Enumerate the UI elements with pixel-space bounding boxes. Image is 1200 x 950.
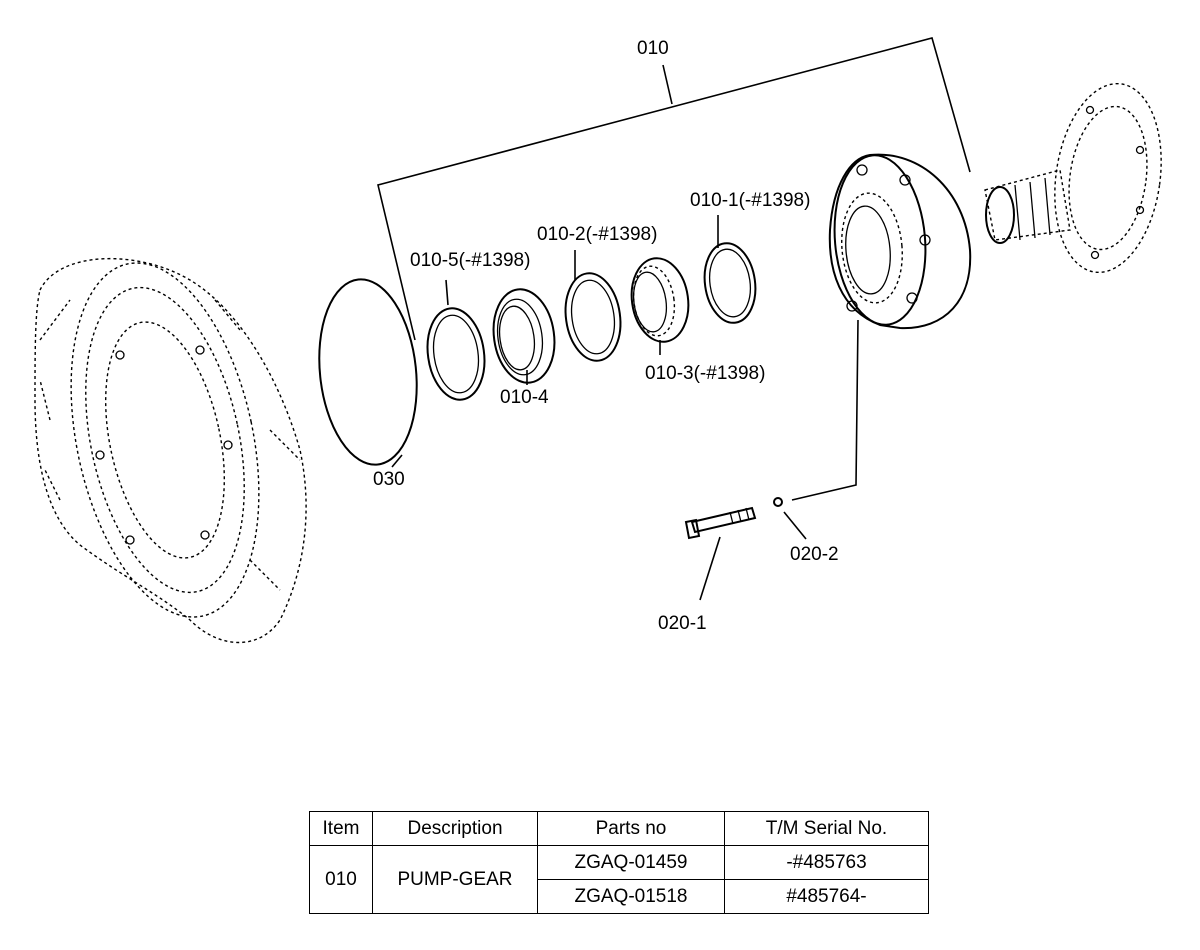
cell-serial: #485764- (724, 879, 929, 914)
cell-description: PUMP-GEAR (372, 845, 538, 914)
bracket-leader (662, 64, 673, 105)
leader-030 (391, 454, 403, 468)
housing-illustration (34, 258, 307, 644)
pump-gear-body (828, 153, 972, 330)
label-010-5: 010-5(-#1398) (410, 250, 530, 271)
cell-item: 010 (309, 845, 373, 914)
cell-serial: -#485763 (724, 845, 929, 880)
leader-020-2-short (783, 511, 807, 540)
seal-010-4 (492, 288, 556, 384)
ring-010-5 (426, 307, 486, 401)
header-parts-no: Parts no (537, 811, 725, 846)
header-description: Description (372, 811, 538, 846)
leader-020-2 (791, 319, 859, 501)
leader-020-1 (699, 536, 721, 601)
label-010-1: 010-1(-#1398) (690, 190, 810, 211)
washer-020-2 (773, 497, 783, 507)
table-row: 010 PUMP-GEAR ZGAQ-01459 -#485763 (309, 845, 929, 914)
label-020-1: 020-1 (658, 613, 707, 634)
cell-parts-no: ZGAQ-01518 (537, 879, 725, 914)
table-row: ZGAQ-01518 #485764- (310, 879, 929, 914)
o-ring-030 (318, 278, 418, 466)
cell-parts-no: ZGAQ-01459 (537, 845, 725, 880)
leader-010-5 (445, 279, 449, 306)
gear-ring-010-3 (630, 257, 690, 343)
output-shaft-illustration (984, 82, 1162, 274)
label-010-4: 010-4 (500, 387, 549, 408)
table-header-row: Item Description Parts no T/M Serial No. (309, 811, 929, 846)
label-010: 010 (637, 38, 669, 59)
parts-table: Item Description Parts no T/M Serial No.… (309, 811, 929, 914)
bolt-020-1 (684, 506, 757, 540)
label-010-2: 010-2(-#1398) (537, 224, 657, 245)
label-020-2: 020-2 (790, 544, 839, 565)
exploded-parts-diagram: 010 010-1(-#1398) 010-2(-#1398) 010-5(-#… (34, 37, 1162, 644)
ring-010-1 (703, 242, 757, 324)
ring-010-2 (564, 272, 622, 362)
header-item: Item (309, 811, 373, 846)
label-010-3: 010-3(-#1398) (645, 363, 765, 384)
label-030: 030 (373, 469, 405, 490)
header-serial: T/M Serial No. (724, 811, 929, 846)
assembly-bracket (377, 37, 971, 341)
